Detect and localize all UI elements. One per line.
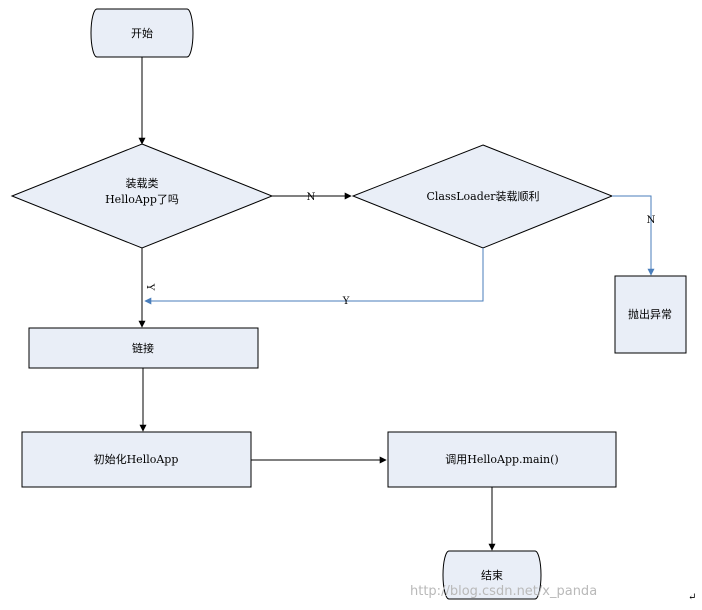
end-node: 结束 bbox=[442, 550, 542, 600]
call-main-shape bbox=[387, 431, 617, 488]
decision-classloader-label: ClassLoader装载顺利 bbox=[426, 190, 539, 203]
link-shape bbox=[28, 327, 259, 369]
call-main-node: 调用HelloApp.main() bbox=[387, 431, 617, 488]
init-label: 初始化HelloApp bbox=[94, 452, 179, 466]
start-label: 开始 bbox=[131, 26, 153, 40]
edge-label-y-classloader: Y bbox=[342, 296, 350, 307]
arrow-classloader-to-link bbox=[144, 248, 484, 305]
decision-loaded-label-line2: HelloApp了吗 bbox=[105, 193, 179, 206]
link-label: 链接 bbox=[132, 341, 154, 355]
call-main-label: 调用HelloApp.main() bbox=[445, 453, 558, 466]
init-shape bbox=[21, 431, 252, 488]
end-label: 结束 bbox=[481, 569, 503, 582]
decision-loaded-label-line1: 装载类 bbox=[126, 176, 159, 190]
decision-classloader-node: ClassLoader装载顺利 bbox=[351, 144, 614, 249]
init-node: 初始化HelloApp bbox=[21, 431, 252, 488]
arrow-classloader-to-exception bbox=[612, 195, 655, 276]
start-node: 开始 bbox=[90, 8, 194, 58]
edge-label-n-classloader: N bbox=[307, 192, 316, 203]
edge-label-y-loaded: Y bbox=[144, 283, 155, 291]
start-shape bbox=[90, 8, 194, 58]
decision-loaded-node: 装载类 HelloApp了吗 bbox=[10, 143, 274, 249]
throw-exception-label: 抛出异常 bbox=[628, 307, 672, 321]
watermark-text: http://blog.csdn.net/x_panda bbox=[410, 584, 597, 599]
throw-exception-node: 抛出异常 bbox=[614, 275, 687, 354]
link-node: 链接 bbox=[28, 327, 259, 369]
throw-exception-shape bbox=[614, 275, 687, 354]
end-shape bbox=[442, 550, 542, 600]
edge-label-n-exception: N bbox=[647, 215, 656, 226]
paragraph-mark: ↵ bbox=[688, 592, 696, 603]
